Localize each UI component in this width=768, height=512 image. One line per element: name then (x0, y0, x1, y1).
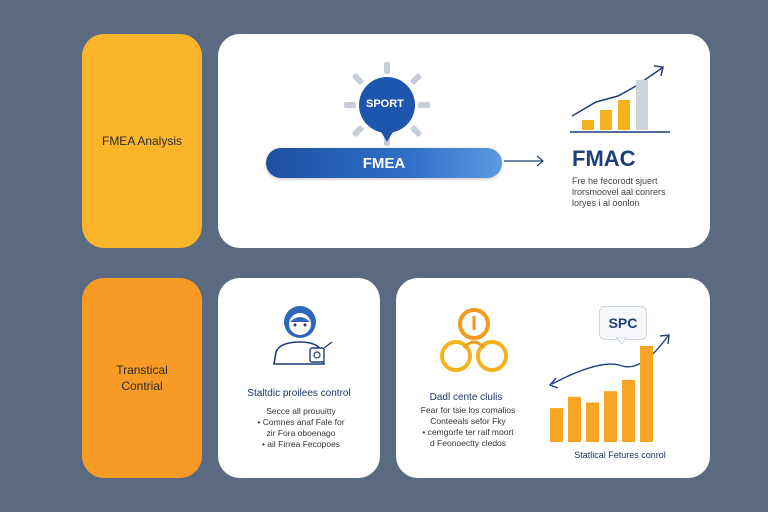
list-item: • Comnes anaf Fale for (257, 417, 345, 427)
list-item: • ail Firrea Fecopoes (261, 439, 341, 449)
chart-bar (586, 402, 599, 442)
statistical-control-list: Secce all prouuitty • Comnes anaf Fale f… (226, 406, 376, 450)
transtical-control-tab[interactable]: Transtical Contrial (82, 278, 202, 478)
fmea-analysis-label: FMEA Analysis (101, 134, 183, 148)
transtical-control-label: Transtical Contrial (116, 363, 168, 393)
list-item: Conteeals sefor Fky (430, 416, 506, 426)
chart-bar (582, 120, 594, 130)
spc-chart-icon (548, 334, 670, 442)
arrow-right-icon (504, 155, 544, 167)
data-control-title: Dadl cente clulis (429, 392, 503, 403)
chart-bar (600, 110, 612, 130)
chart-bar (640, 346, 653, 442)
growth-chart-icon (570, 65, 670, 133)
statistical-control-title: Staltdic proilees control (247, 388, 351, 399)
engineer-person-icon (273, 306, 333, 365)
chart-bar (636, 80, 648, 130)
chart-bar (604, 391, 617, 442)
fmac-description: Fre he fecorodt sjuert lrorsmoovel aal c… (572, 176, 666, 208)
fmea-bar-label: FMEA (362, 154, 406, 172)
fmea-bar: FMEA (266, 148, 502, 178)
spc-card (396, 278, 710, 478)
chart-bar (568, 396, 581, 442)
list-item: Fear for tsie los comalios (420, 405, 516, 415)
fmea-analysis-tab[interactable]: FMEA Analysis (82, 34, 202, 248)
data-control-list: Fear for tsie los comalios Conteeals sef… (406, 405, 530, 449)
spc-caption: Statlical Fetures conrol (574, 450, 666, 460)
sun-badge-icon (344, 62, 430, 146)
chart-bar (622, 379, 635, 442)
list-item: d Feonoectty cledos (429, 438, 507, 448)
list-item: zir Fora oboenago (266, 428, 336, 438)
fmea-card (218, 34, 710, 248)
sport-badge-label: SPORT (366, 98, 404, 110)
chart-bar (618, 100, 630, 130)
speech-tail-icon (615, 337, 627, 345)
cycle-loop-icon (440, 308, 508, 372)
list-item: • cemgorfe ter raif moort (422, 427, 514, 437)
spc-badge: SPC (599, 306, 647, 340)
fmac-title: FMAC (572, 146, 636, 171)
chart-bar (550, 408, 563, 442)
list-item: Secce all prouuitty (266, 406, 336, 416)
